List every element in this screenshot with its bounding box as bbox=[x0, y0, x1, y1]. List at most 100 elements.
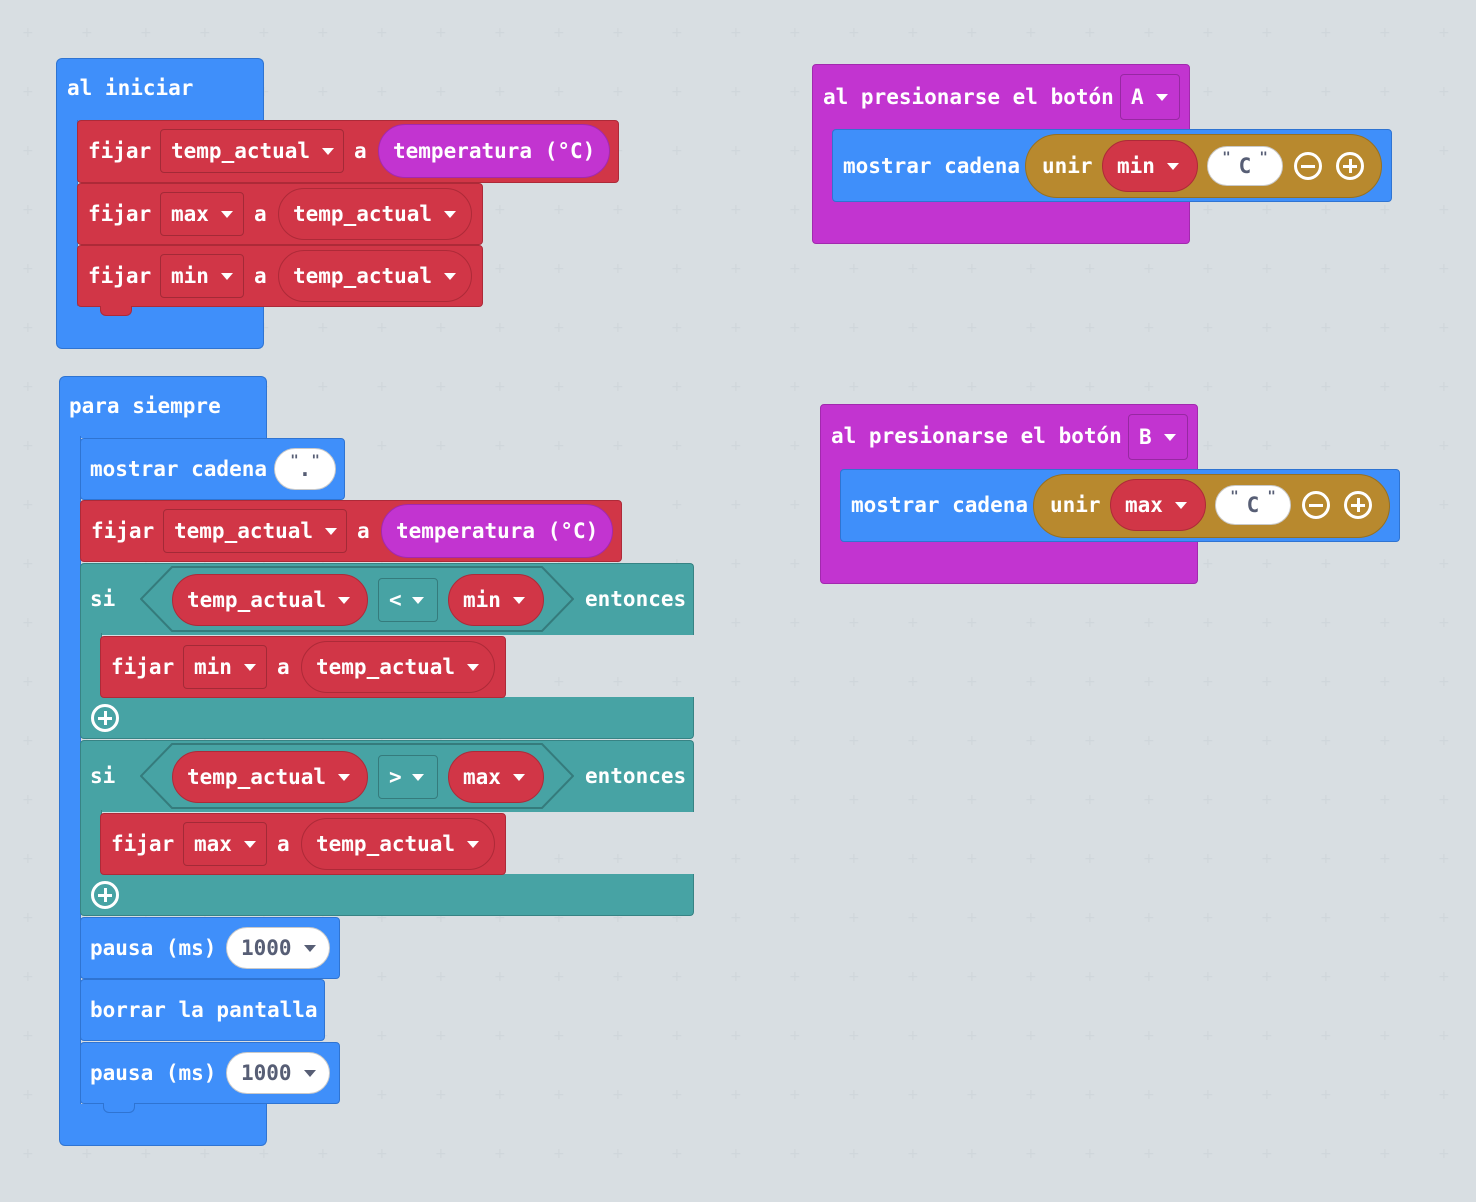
string-input[interactable]: "C" bbox=[1207, 146, 1283, 186]
clear-screen-label: borrar la pantalla bbox=[90, 998, 318, 1022]
pause-value-dropdown[interactable]: 1000 bbox=[226, 1052, 330, 1094]
grid-plus-marker: + bbox=[22, 497, 34, 513]
to-label: a bbox=[277, 655, 290, 679]
grid-plus-marker: + bbox=[1143, 1087, 1155, 1103]
grid-plus-marker: + bbox=[1320, 84, 1332, 100]
add-item-icon[interactable] bbox=[1336, 152, 1364, 180]
grid-plus-marker: + bbox=[1438, 497, 1450, 513]
variable-dropdown[interactable]: max bbox=[183, 822, 267, 866]
grid-plus-marker: + bbox=[612, 674, 624, 690]
grid-plus-marker: + bbox=[22, 556, 34, 572]
grid-plus-marker: + bbox=[1261, 1028, 1273, 1044]
grid-plus-marker: + bbox=[1320, 910, 1332, 926]
remove-item-icon[interactable] bbox=[1294, 152, 1322, 180]
grid-plus-marker: + bbox=[1320, 202, 1332, 218]
variable-dropdown[interactable]: max bbox=[160, 192, 244, 236]
remove-item-icon[interactable] bbox=[1302, 491, 1330, 519]
grid-plus-marker: + bbox=[907, 910, 919, 926]
grid-plus-marker: + bbox=[1438, 320, 1450, 336]
operator-dropdown[interactable]: < bbox=[378, 578, 438, 622]
operator-dropdown[interactable]: > bbox=[378, 755, 438, 799]
chevron-down-icon bbox=[338, 773, 351, 781]
to-label: a bbox=[254, 264, 267, 288]
grid-plus-marker: + bbox=[671, 969, 683, 985]
variable-reporter[interactable]: max bbox=[1110, 479, 1206, 531]
variable-reporter[interactable]: temp_actual bbox=[278, 188, 472, 240]
clear-screen-block[interactable] bbox=[80, 979, 325, 1041]
variable-dropdown[interactable]: temp_actual bbox=[163, 509, 347, 553]
grid-plus-marker: + bbox=[966, 969, 978, 985]
forever-label: para siempre bbox=[69, 394, 221, 418]
variable-reporter[interactable]: min bbox=[448, 574, 544, 626]
grid-plus-marker: + bbox=[1320, 733, 1332, 749]
grid-plus-marker: + bbox=[22, 379, 34, 395]
grid-plus-marker: + bbox=[1025, 910, 1037, 926]
grid-plus-marker: + bbox=[1143, 25, 1155, 41]
grid-plus-marker: + bbox=[730, 202, 742, 218]
grid-plus-marker: + bbox=[789, 733, 801, 749]
grid-plus-marker: + bbox=[1202, 379, 1214, 395]
grid-plus-marker: + bbox=[966, 733, 978, 749]
variable-reporter[interactable]: temp_actual bbox=[278, 250, 472, 302]
to-label: a bbox=[357, 519, 370, 543]
grid-plus-marker: + bbox=[553, 851, 565, 867]
add-else-icon[interactable] bbox=[91, 704, 119, 732]
grid-plus-marker: + bbox=[730, 969, 742, 985]
button-event-label: al presionarse el botón bbox=[831, 424, 1122, 448]
grid-plus-marker: + bbox=[1202, 320, 1214, 336]
grid-plus-marker: + bbox=[848, 733, 860, 749]
add-item-icon[interactable] bbox=[1344, 491, 1372, 519]
grid-plus-marker: + bbox=[848, 1146, 860, 1162]
grid-plus-marker: + bbox=[671, 379, 683, 395]
chevron-down-icon bbox=[512, 596, 525, 604]
string-input[interactable]: "C" bbox=[1215, 485, 1291, 525]
to-label: a bbox=[254, 202, 267, 226]
grid-plus-marker: + bbox=[494, 261, 506, 277]
grid-plus-marker: + bbox=[1025, 25, 1037, 41]
variable-reporter[interactable]: temp_actual bbox=[172, 751, 368, 803]
grid-plus-marker: + bbox=[22, 84, 34, 100]
chevron-down-icon bbox=[220, 272, 233, 280]
button-dropdown[interactable]: A bbox=[1120, 74, 1180, 120]
grid-plus-marker: + bbox=[258, 1146, 270, 1162]
chevron-down-icon bbox=[444, 272, 457, 280]
variable-reporter[interactable]: temp_actual bbox=[172, 574, 368, 626]
set-keyword: fijar bbox=[88, 264, 152, 288]
temperature-reporter[interactable]: temperatura (°C) bbox=[378, 124, 610, 178]
add-else-icon[interactable] bbox=[91, 881, 119, 909]
variable-reporter[interactable]: max bbox=[448, 751, 544, 803]
grid-plus-marker: + bbox=[1084, 792, 1096, 808]
grid-plus-marker: + bbox=[789, 379, 801, 395]
grid-plus-marker: + bbox=[730, 910, 742, 926]
variable-reporter[interactable]: temp_actual bbox=[301, 818, 495, 870]
join-block[interactable] bbox=[1025, 134, 1382, 198]
grid-plus-marker: + bbox=[612, 1146, 624, 1162]
grid-plus-marker: + bbox=[789, 320, 801, 336]
join-block[interactable] bbox=[1033, 474, 1390, 538]
grid-plus-marker: + bbox=[140, 1146, 152, 1162]
grid-plus-marker: + bbox=[1143, 733, 1155, 749]
grid-plus-marker: + bbox=[435, 84, 447, 100]
temperature-reporter[interactable]: temperatura (°C) bbox=[381, 504, 613, 558]
variable-reporter[interactable]: temp_actual bbox=[301, 641, 495, 693]
grid-plus-marker: + bbox=[494, 1087, 506, 1103]
variable-dropdown[interactable]: min bbox=[183, 645, 267, 689]
grid-plus-marker: + bbox=[1143, 674, 1155, 690]
grid-plus-marker: + bbox=[1202, 202, 1214, 218]
string-input[interactable]: "." bbox=[274, 448, 336, 490]
pause-value-dropdown[interactable]: 1000 bbox=[226, 927, 330, 969]
grid-plus-marker: + bbox=[730, 1087, 742, 1103]
grid-plus-marker: + bbox=[435, 320, 447, 336]
grid-plus-marker: + bbox=[1320, 1087, 1332, 1103]
variable-dropdown[interactable]: temp_actual bbox=[160, 129, 344, 173]
grid-plus-marker: + bbox=[907, 1146, 919, 1162]
variable-dropdown[interactable]: min bbox=[160, 254, 244, 298]
grid-plus-marker: + bbox=[1261, 261, 1273, 277]
grid-plus-marker: + bbox=[907, 25, 919, 41]
grid-plus-marker: + bbox=[789, 969, 801, 985]
grid-plus-marker: + bbox=[789, 1028, 801, 1044]
grid-plus-marker: + bbox=[1143, 1146, 1155, 1162]
button-dropdown[interactable]: B bbox=[1128, 414, 1188, 460]
chevron-down-icon bbox=[1166, 162, 1179, 170]
variable-reporter[interactable]: min bbox=[1102, 140, 1198, 192]
